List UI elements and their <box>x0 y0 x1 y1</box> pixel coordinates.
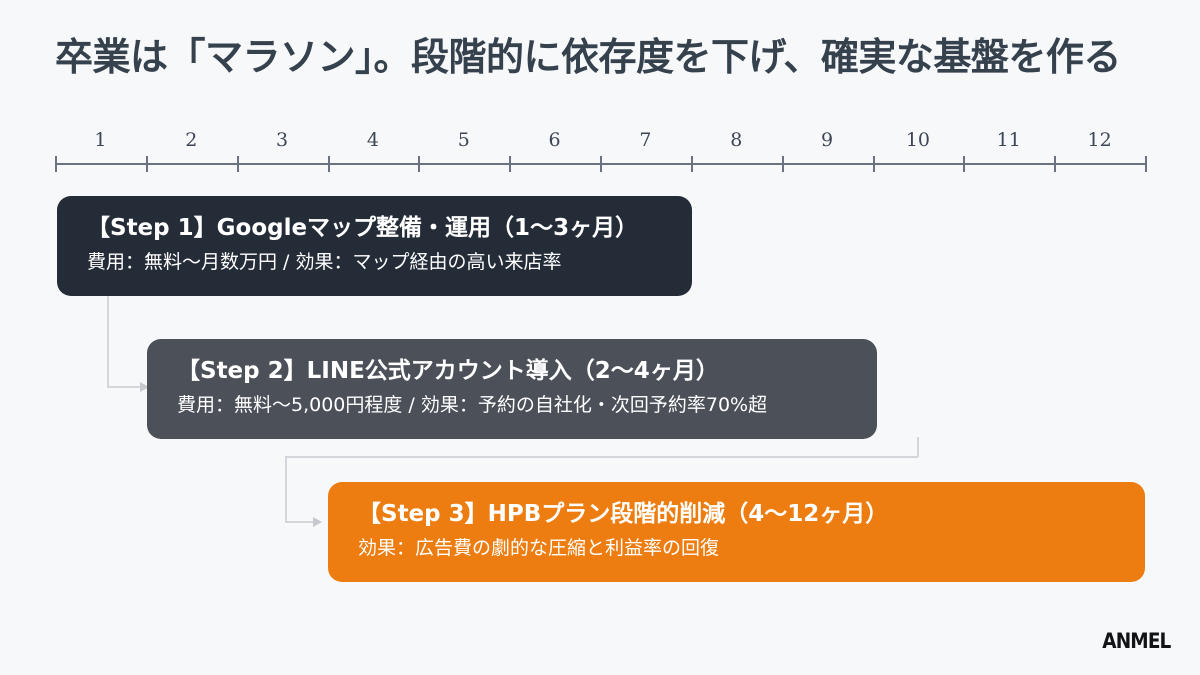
timeline-month-label: 10 <box>905 129 930 151</box>
connector-step2-step3-vertical-left <box>285 456 287 522</box>
step-card-2[interactable]: 【Step 2】LINE公式アカウント導入（2〜4ヶ月） 費用：無料〜5,000… <box>147 339 877 439</box>
timeline-month-label: 3 <box>276 129 289 151</box>
timeline-month-label: 1 <box>94 129 107 151</box>
timeline-month-label: 7 <box>639 129 652 151</box>
timeline-month-label: 8 <box>730 129 743 151</box>
connector-step1-step2-arrow-icon <box>140 382 149 392</box>
timeline-tick <box>781 156 784 172</box>
connector-step2-step3-horizontal-top <box>285 456 918 458</box>
step-card-3[interactable]: 【Step 3】HPBプラン段階的削減（4〜12ヶ月） 効果：広告費の劇的な圧縮… <box>328 482 1145 582</box>
timeline-tick <box>1054 156 1057 172</box>
connector-step2-step3-horizontal-bottom <box>285 521 316 523</box>
timeline-month-label: 11 <box>996 129 1021 151</box>
connector-step2-step3-arrow-icon <box>313 517 322 527</box>
timeline-month-label: 5 <box>457 129 470 151</box>
step-3-title: 【Step 3】HPBプラン段階的削減（4〜12ヶ月） <box>358 501 889 528</box>
timeline-tick <box>1145 156 1147 172</box>
timeline-month-label: 6 <box>548 129 561 151</box>
timeline-tick <box>872 156 875 172</box>
connector-step1-step2-horizontal <box>107 386 143 388</box>
timeline-tick <box>690 156 693 172</box>
timeline-tick <box>418 156 421 172</box>
step-1-title: 【Step 1】Googleマップ整備・運用（1〜3ヶ月） <box>87 215 639 242</box>
timeline-tick <box>145 156 148 172</box>
timeline-month-label: 4 <box>366 129 379 151</box>
page-title: 卒業は「マラソン」。段階的に依存度を下げ、確実な基盤を作る <box>55 35 1121 79</box>
timeline-tick <box>600 156 602 172</box>
connector-step2-step3-vertical-right <box>917 437 919 457</box>
step-3-subtitle: 効果：広告費の劇的な圧縮と利益率の回復 <box>358 536 720 559</box>
step-2-title: 【Step 2】LINE公式アカウント導入（2〜4ヶ月） <box>177 358 719 385</box>
timeline-tick <box>509 156 512 172</box>
timeline-tick <box>963 156 966 172</box>
brand-logo: ANMEL <box>1101 629 1171 653</box>
timeline-tick <box>327 156 330 172</box>
timeline-month-label: 2 <box>185 129 198 151</box>
connector-step1-step2-vertical <box>107 295 109 387</box>
timeline-tick <box>55 156 57 172</box>
timeline-month-label: 12 <box>1087 129 1112 151</box>
step-2-subtitle: 費用：無料〜5,000円程度 / 効果：予約の自社化・次回予約率70%超 <box>177 393 768 416</box>
step-card-1[interactable]: 【Step 1】Googleマップ整備・運用（1〜3ヶ月） 費用：無料〜月数万円… <box>57 196 692 296</box>
timeline-month-label: 9 <box>821 129 834 151</box>
step-1-subtitle: 費用：無料〜月数万円 / 効果：マップ経由の高い来店率 <box>87 250 562 273</box>
timeline-tick <box>236 156 239 172</box>
